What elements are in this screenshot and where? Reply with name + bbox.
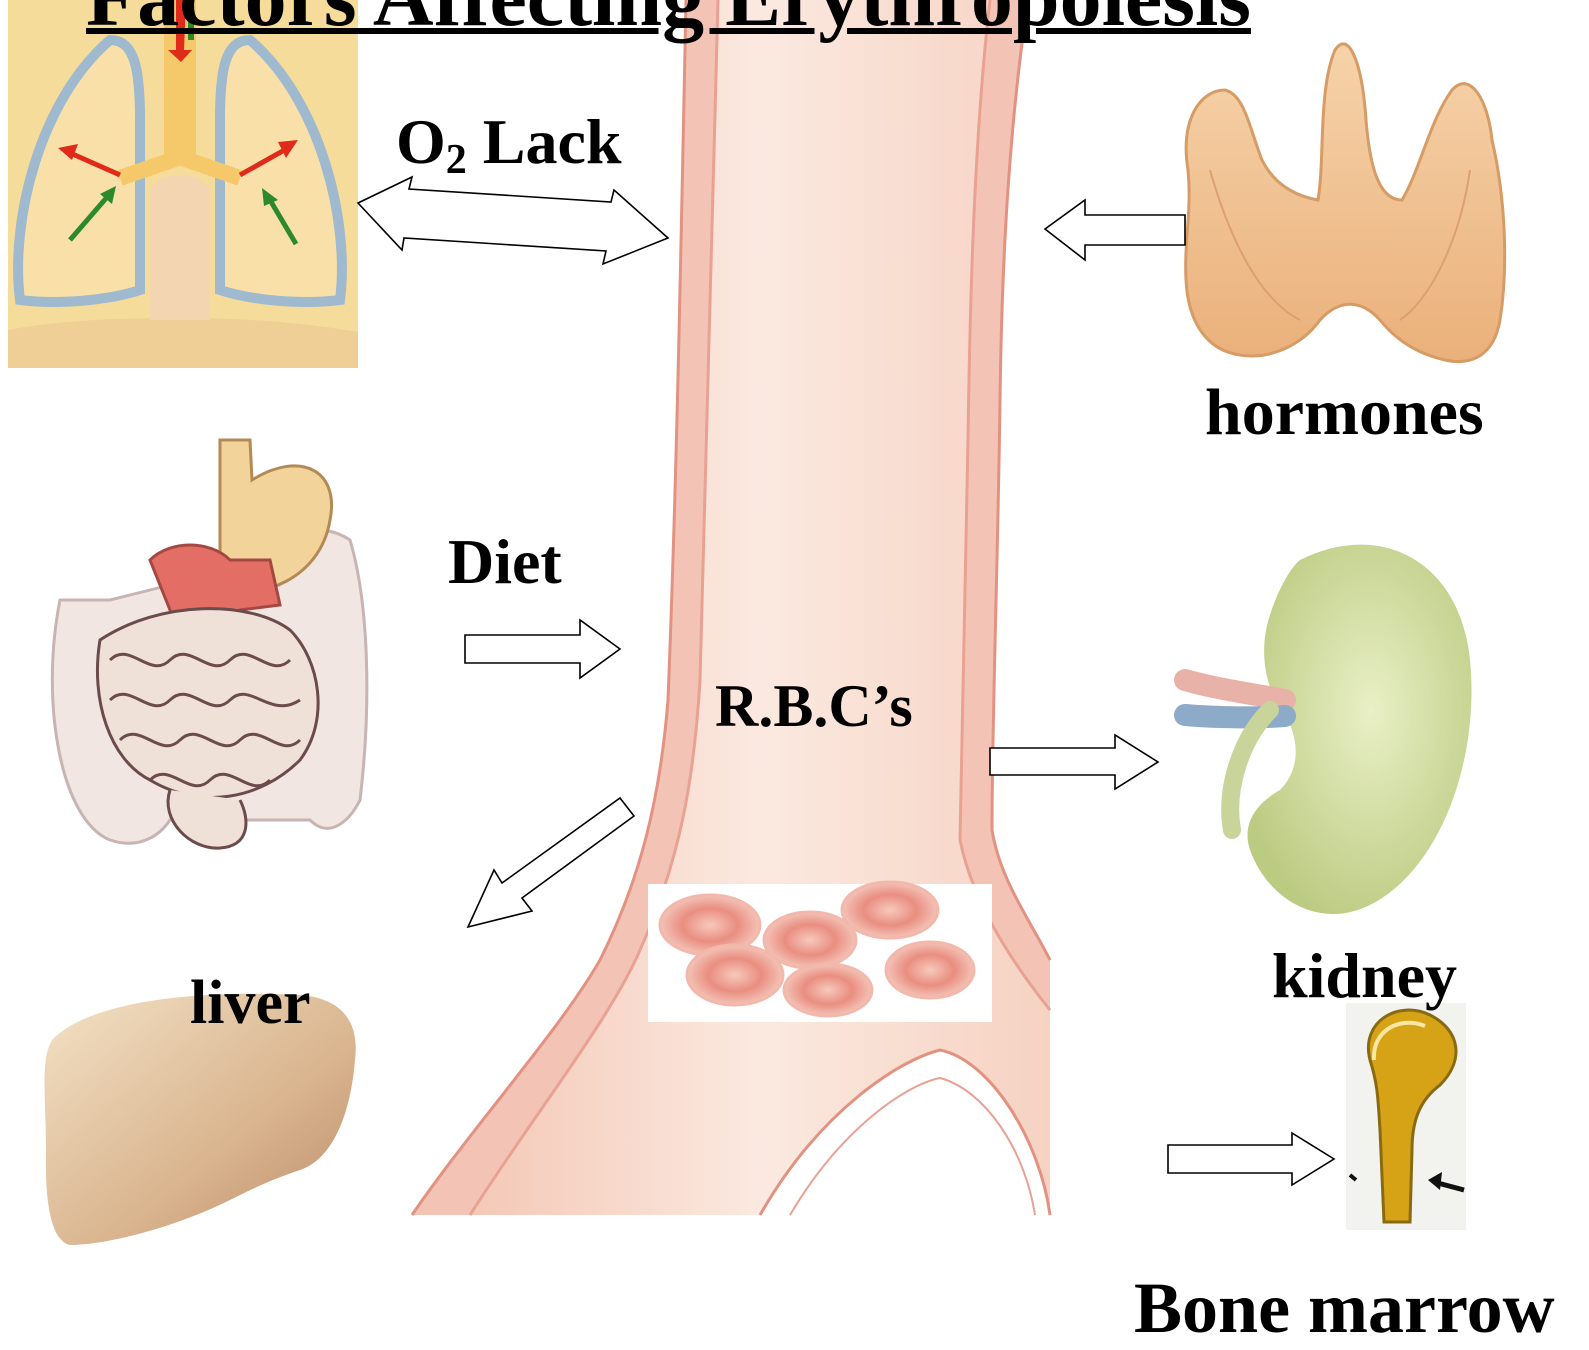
blood-vessel <box>412 0 1050 1215</box>
o2-subscript: 2 <box>446 137 467 183</box>
bone-marrow-label: Bone marrow <box>1134 1272 1555 1344</box>
double-arrow-lungs-vessel <box>358 177 668 264</box>
arrow-vessel-to-kidney <box>990 735 1158 789</box>
o2-suffix: Lack <box>467 106 622 177</box>
arrow-to-bone-marrow <box>1168 1133 1334 1185</box>
liver-label: liver <box>190 972 311 1034</box>
arrow-diet-to-vessel <box>465 620 620 678</box>
o2-lack-label: O2 Lack <box>396 110 621 181</box>
hormones-label: hormones <box>1205 380 1484 446</box>
kidney-label: kidney <box>1272 944 1457 1008</box>
page-title: Factors Affecting Erythropoiesis <box>86 0 1251 40</box>
thyroid-illustration <box>1186 44 1505 362</box>
diet-label: Diet <box>448 530 562 594</box>
kidney-illustration <box>1185 545 1472 914</box>
arrow-thyroid-to-vessel <box>1045 200 1185 260</box>
rbc-label: R.B.C’s <box>715 676 913 736</box>
arrow-vessel-to-liver <box>468 798 634 927</box>
bone-marrow-illustration <box>1346 1003 1466 1230</box>
lungs-illustration <box>8 0 358 368</box>
o2-prefix: O <box>396 106 446 177</box>
red-blood-cells-inset <box>648 882 992 1022</box>
digestive-tract-illustration <box>52 440 367 848</box>
